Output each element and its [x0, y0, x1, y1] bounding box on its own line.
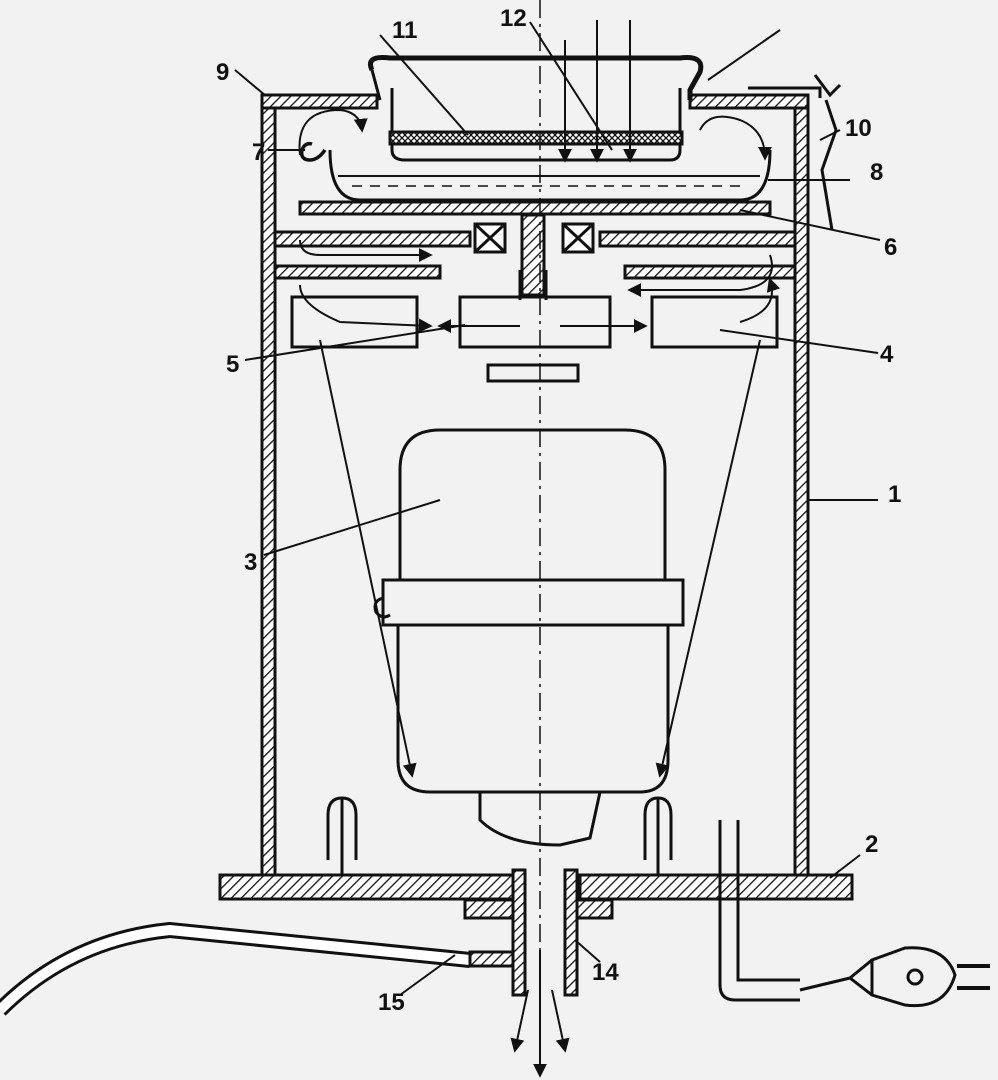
motor-mounts — [326, 796, 673, 880]
bearing-plates — [273, 222, 797, 280]
rotor-disk — [298, 200, 772, 216]
base-plate — [218, 873, 854, 901]
air-flow-arrows — [298, 20, 781, 1078]
label-leader-lines — [234, 21, 881, 996]
power-cord-plug — [718, 820, 990, 1008]
label-4: 4 — [880, 341, 894, 368]
label-14: 14 — [592, 959, 619, 986]
label-1: 1 — [888, 481, 901, 508]
top-cover — [260, 74, 842, 231]
outlet-pipe — [463, 868, 614, 997]
label-6: 6 — [884, 234, 897, 261]
hook-7 — [299, 141, 327, 162]
lid — [368, 55, 704, 162]
shaft — [518, 213, 548, 300]
coupling — [486, 363, 580, 383]
strainer-mesh — [388, 130, 684, 146]
bowl — [328, 149, 772, 202]
label-15: 15 — [378, 989, 405, 1016]
label-10: 10 — [845, 115, 872, 142]
label-5: 5 — [226, 351, 239, 378]
label-11: 11 — [392, 17, 417, 44]
impeller — [290, 295, 779, 349]
label-2: 2 — [865, 831, 878, 858]
label-8: 8 — [870, 159, 883, 186]
label-12: 12 — [500, 5, 527, 32]
hose — [0, 921, 515, 1016]
electric-motor — [373, 428, 685, 847]
label-9: 9 — [216, 59, 229, 86]
label-7: 7 — [252, 139, 265, 166]
label-3: 3 — [244, 549, 257, 576]
part-number-labels: 1 2 3 4 5 6 7 8 9 10 11 12 14 15 — [216, 5, 901, 1016]
